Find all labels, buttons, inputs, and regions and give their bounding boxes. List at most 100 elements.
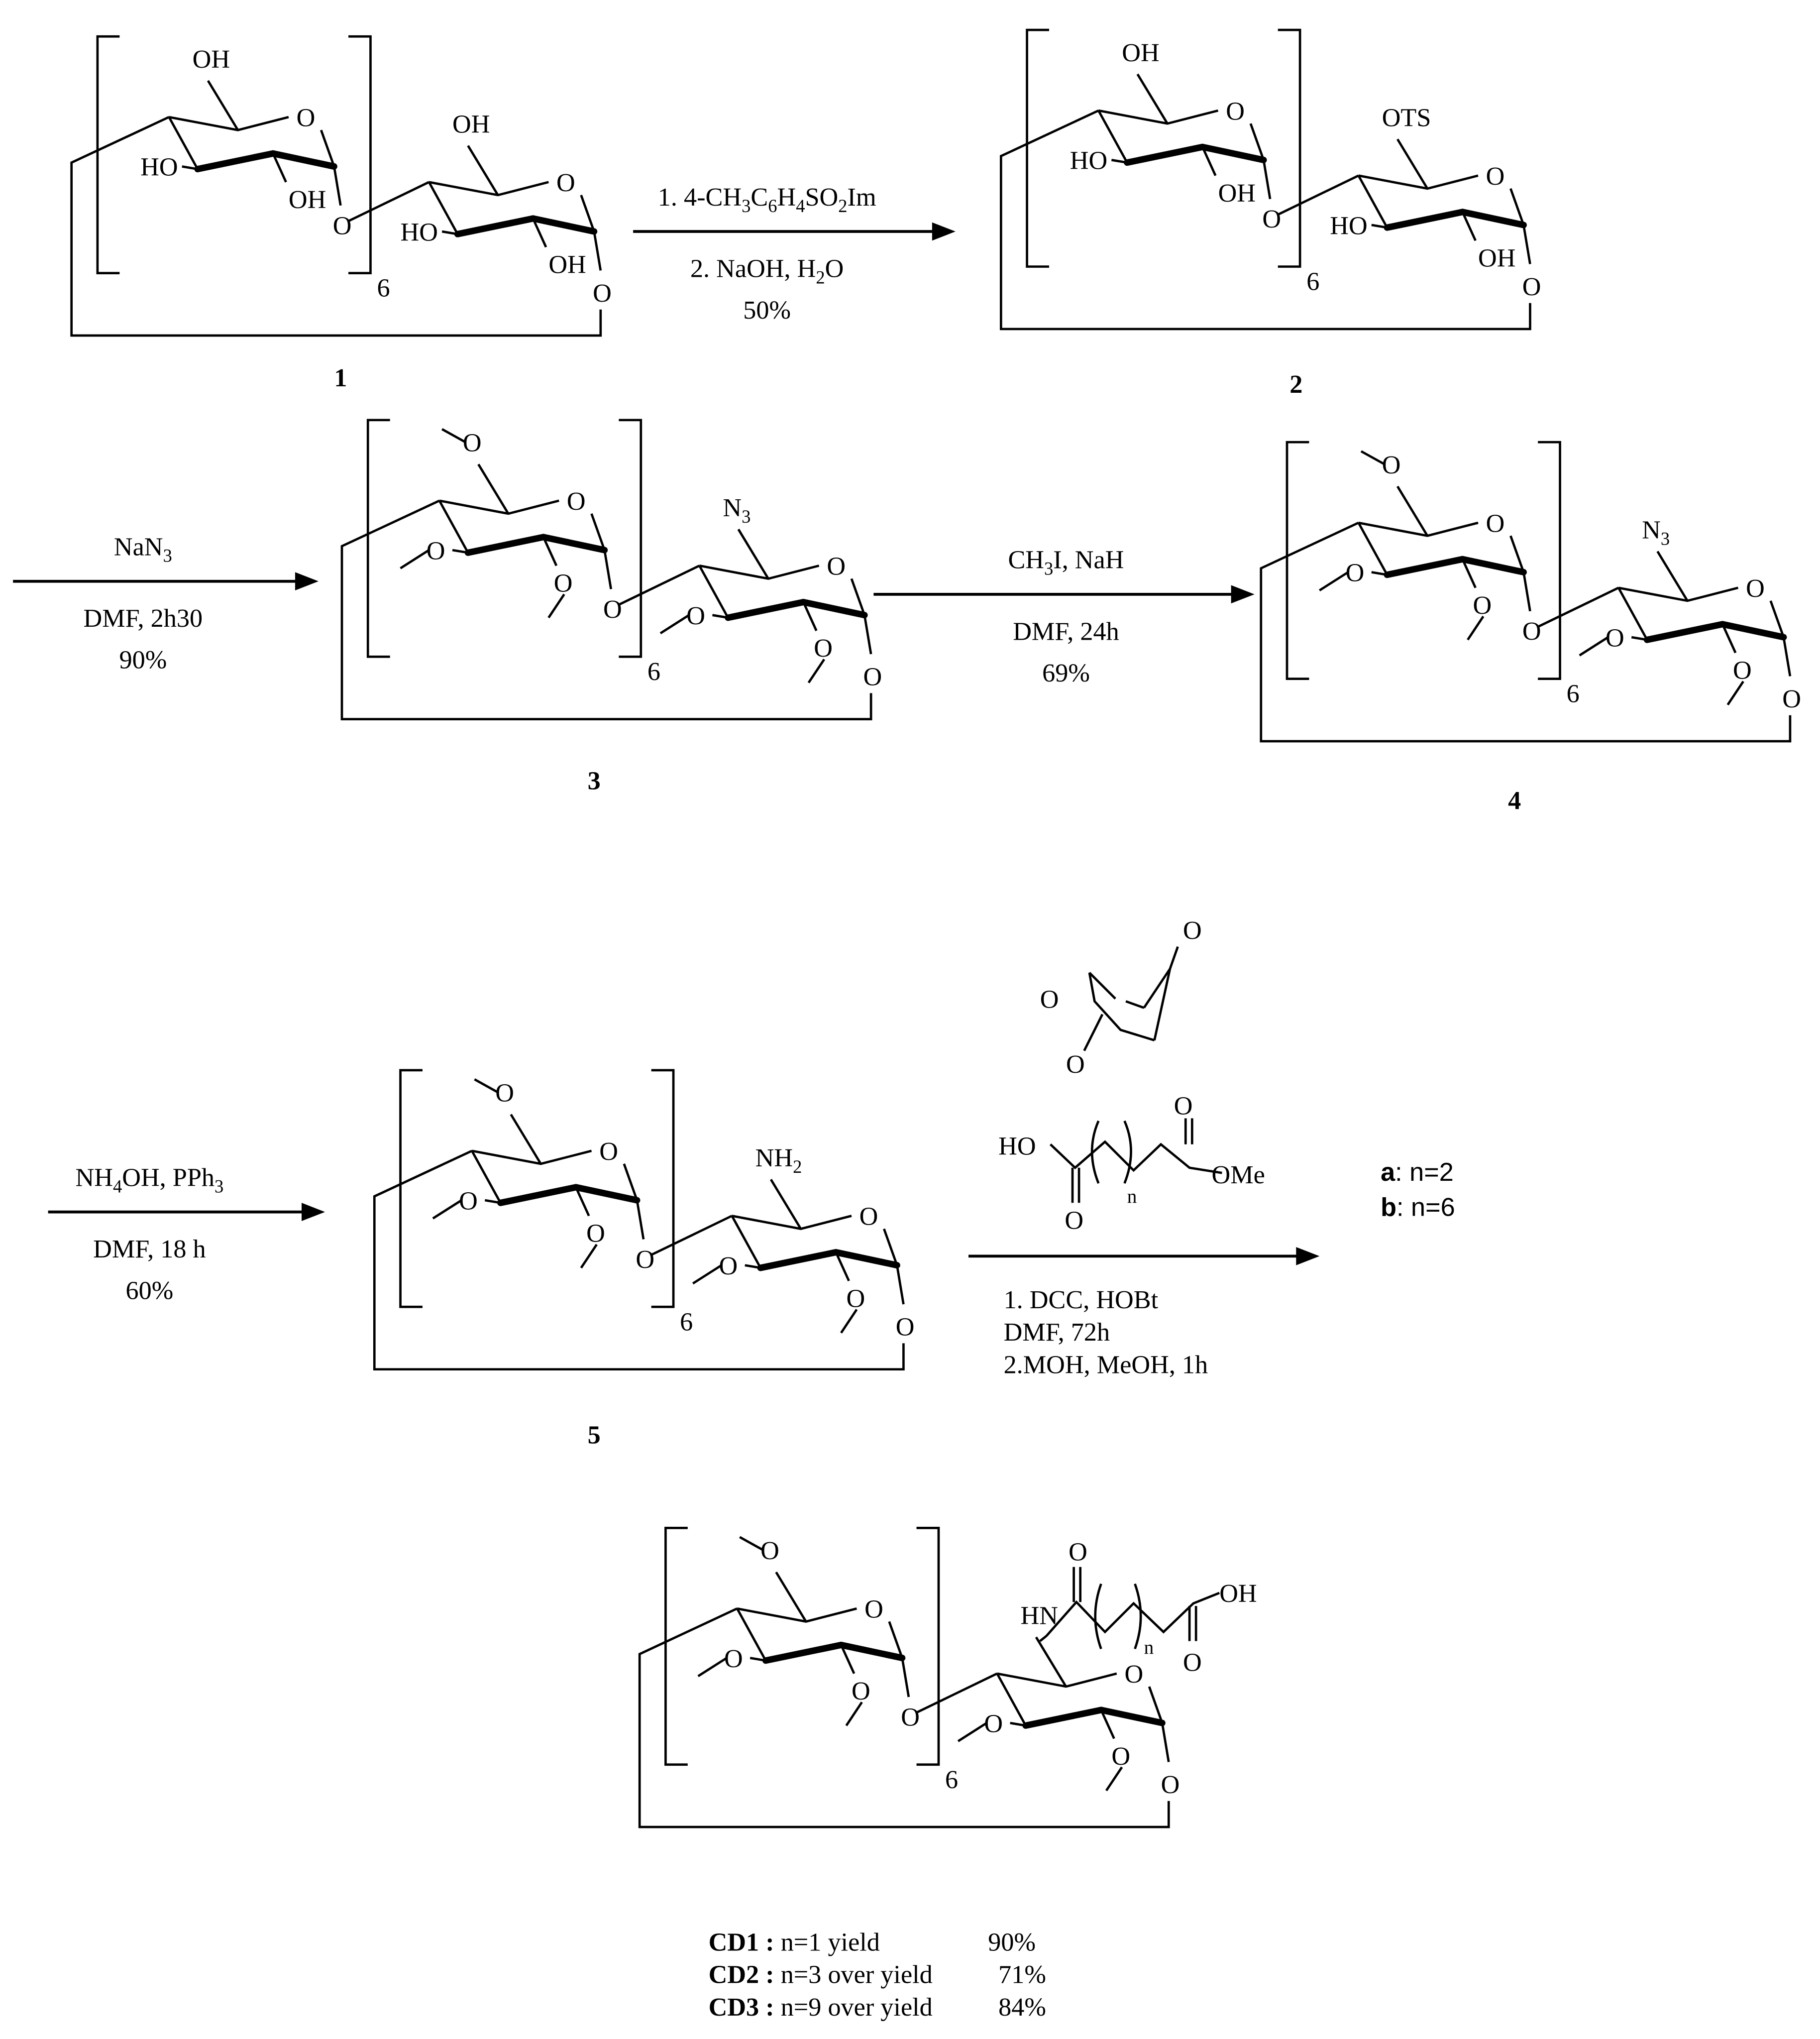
- condition-below: 1. DCC, HOBt: [1004, 1285, 1159, 1314]
- compound-label: 2: [1289, 370, 1302, 399]
- terminal-oxygen: O: [593, 279, 612, 308]
- c6-substituent: OH: [193, 45, 230, 74]
- ring-oxygen: O: [1746, 574, 1765, 603]
- variant-list: a: n=2 b: n=6: [1381, 1158, 1455, 1222]
- repeat-bracket-right: [619, 419, 642, 658]
- c6-substituent: OH: [1122, 38, 1159, 67]
- arrowhead: [1231, 585, 1255, 604]
- arrowhead: [1296, 1247, 1320, 1265]
- glycosidic-oxygen: O: [636, 1245, 654, 1274]
- o3-substituent: HO: [140, 153, 178, 182]
- methyl-bond: [1319, 571, 1485, 641]
- chain-n: n: [1144, 1637, 1154, 1659]
- c6-substituent: O: [1382, 451, 1401, 479]
- terminal-oxygen: O: [1161, 1770, 1180, 1799]
- reagent-above: 1. 4-CH3​C6​H4​SO2​Im: [658, 183, 876, 216]
- monoester-reagent: HO O O OMe n: [998, 1092, 1265, 1235]
- o2-substituent: OH: [289, 185, 326, 214]
- repeat-bracket-right: [916, 1526, 940, 1766]
- c6-substituent: NH2​: [755, 1143, 802, 1177]
- ring-oxygen: O: [567, 487, 586, 516]
- o2-substituent: OH: [548, 250, 586, 279]
- reaction-step-4: NH4​OH, PPh3​DMF, 18 h60%: [48, 1163, 325, 1305]
- condition-below: 2. NaOH, H2​O: [690, 254, 844, 287]
- condition-below: 90%: [119, 646, 167, 675]
- glucose-unit: O O O O: [1319, 450, 1531, 641]
- ring-oxygen: O: [556, 168, 575, 197]
- ring-oxygen: O: [1486, 509, 1505, 538]
- monoester-ho: HO: [998, 1132, 1036, 1161]
- condition-below: DMF, 72h: [1004, 1318, 1110, 1347]
- terminal-oxygen: O: [1522, 272, 1541, 301]
- macrocycle-loop: [340, 499, 872, 720]
- o3-substituent: HO: [401, 218, 438, 246]
- methyl-bond: [957, 1722, 1123, 1792]
- ring-oxygen: O: [827, 552, 846, 581]
- o3-substituent: O: [459, 1186, 478, 1215]
- compound-label: 5: [588, 1421, 601, 1450]
- o2-substituent: O: [814, 634, 833, 663]
- ring-oxygen: O: [297, 103, 316, 132]
- c6-substituent: O: [760, 1536, 779, 1565]
- glucose-unit: O OH HO OH: [140, 45, 342, 214]
- reaction-step-1: 1. 4-CH3​C6​H4​SO2​Im 2. NaOH, H2​O 50%: [633, 183, 956, 325]
- o2-substituent: OH: [1478, 244, 1515, 273]
- macrocycle-loop: [999, 109, 1531, 331]
- o2-substituent: O: [852, 1677, 870, 1705]
- methyl-bond: [474, 1078, 499, 1094]
- anhydride-o-ring: O: [1040, 985, 1059, 1014]
- o3-substituent: O: [1346, 559, 1365, 587]
- o2-substituent: O: [847, 1284, 865, 1313]
- arrowhead: [302, 1203, 325, 1221]
- ring-oxygen: O: [859, 1202, 878, 1231]
- reagent-above: NaN3​: [114, 532, 172, 566]
- o2-substituent: O: [1111, 1742, 1130, 1771]
- glycosidic-oxygen: O: [603, 595, 622, 624]
- repeat-bracket-left: [664, 1526, 688, 1766]
- anhydride-o-top: O: [1183, 916, 1202, 945]
- compound-label: 4: [1508, 786, 1521, 815]
- chain-o-bottom: O: [1183, 1648, 1202, 1677]
- ring-oxygen: O: [1125, 1660, 1144, 1689]
- macrocycle-loop: [638, 1607, 1170, 1828]
- o2-substituent: O: [1473, 591, 1492, 620]
- compound-label: 3: [588, 767, 601, 795]
- condition-below: 2.MOH, MeOH, 1h: [1004, 1351, 1208, 1379]
- monoester-ome: OMe: [1212, 1160, 1265, 1189]
- repeat-count: 6: [1306, 267, 1319, 296]
- repeat-count: 6: [1567, 680, 1580, 708]
- repeat-bracket-right: [1538, 441, 1561, 680]
- arrowhead: [295, 572, 319, 590]
- o3-substituent: O: [719, 1251, 738, 1280]
- repeat-bracket-left: [399, 1069, 423, 1308]
- c6-substituent: HN: [1021, 1601, 1058, 1630]
- o3-substituent: HO: [1070, 146, 1107, 175]
- o2-substituent: O: [586, 1219, 605, 1248]
- monoester-o-left: O: [1065, 1206, 1083, 1235]
- condition-below: 50%: [743, 296, 791, 325]
- repeat-count: 6: [680, 1307, 693, 1336]
- condition-below: DMF, 2h30: [84, 604, 203, 633]
- condition-below: 60%: [126, 1276, 174, 1305]
- succinic-anhydride: O O O: [1040, 916, 1202, 1079]
- repeat-bracket-left: [96, 35, 120, 274]
- condition-below: DMF, 18 h: [93, 1235, 206, 1263]
- reaction-step-2: NaN3​ DMF, 2h30 90%: [13, 532, 319, 675]
- glucose-unit: O NH2​ O O: [692, 1143, 905, 1334]
- glycosidic-oxygen: O: [901, 1702, 920, 1731]
- macrocycle-loop: [70, 116, 602, 337]
- c6-substituent: O: [463, 428, 482, 457]
- o3-substituent: O: [724, 1644, 743, 1673]
- ring-oxygen: O: [1226, 97, 1245, 125]
